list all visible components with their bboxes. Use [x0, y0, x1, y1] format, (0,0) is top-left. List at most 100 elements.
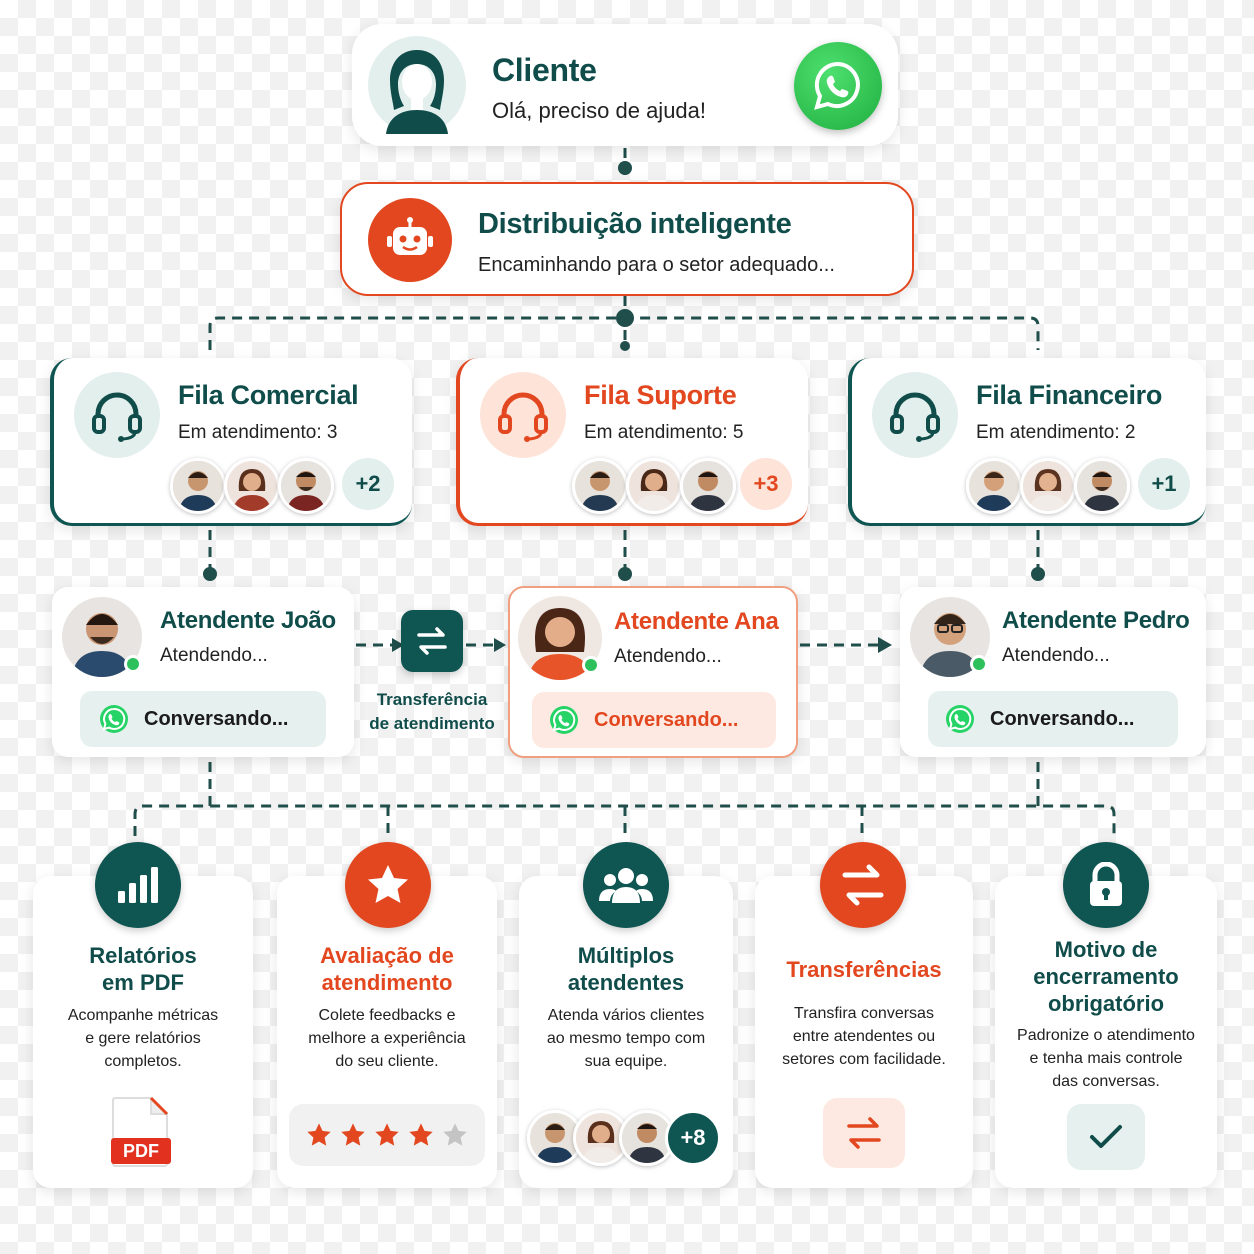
feature-title-line: Relatórios — [89, 943, 197, 968]
swap-icon — [820, 842, 906, 928]
queue-status: Em atendimento: 2 — [976, 422, 1136, 443]
feature-text-line: Transfira conversas — [794, 1005, 934, 1022]
star-filled-icon[interactable] — [339, 1121, 367, 1149]
users-icon — [583, 842, 669, 928]
feature-card-multiple-agents: Múltiplos atendentes Atenda vários clien… — [519, 876, 733, 1188]
feature-text-line: Colete feedbacks e — [318, 1007, 456, 1024]
queue-title: Fila Comercial — [178, 380, 359, 410]
client-message: Olá, preciso de ajuda! — [492, 98, 707, 123]
feature-text: Colete feedbacks e melhore a experiência… — [289, 1004, 485, 1073]
feature-text-line: entre atendentes ou — [792, 1028, 936, 1045]
feature-title: Motivo de encerramento obrigatório — [995, 936, 1217, 1017]
feature-title: Relatórios em PDF — [33, 942, 253, 996]
feature-text-line: sua equipe. — [584, 1053, 668, 1070]
feature-title-line: Transferências — [786, 957, 942, 982]
chat-status-text: Conversando... — [144, 707, 289, 730]
avatar — [224, 458, 280, 514]
woman-silhouette-icon — [386, 50, 448, 134]
avatar — [1020, 458, 1076, 514]
agent-name: Atendente João — [160, 607, 336, 634]
feature-text-line: Acompanhe métricas — [67, 1007, 219, 1024]
feature-title-line: atendentes — [567, 970, 685, 995]
feature-title-line: atendimento — [321, 970, 453, 995]
feature-title-line: encerramento — [1033, 964, 1179, 989]
whatsapp-icon — [946, 705, 974, 733]
lock-icon — [1063, 842, 1149, 928]
feature-title-line: obrigatório — [1047, 991, 1165, 1016]
agent-photo — [62, 597, 142, 677]
chat-status-pill[interactable]: Conversando... — [928, 691, 1178, 747]
avatar — [966, 458, 1022, 514]
agent-name: Atendente Ana — [614, 608, 779, 635]
whatsapp-icon — [550, 706, 578, 734]
agent-status: Atendendo... — [160, 645, 268, 666]
star-rating[interactable] — [289, 1104, 485, 1166]
feature-text-line: e gere relatórios — [85, 1030, 201, 1047]
extra-count-badge: +1 — [1138, 458, 1190, 510]
headset-icon — [480, 372, 566, 458]
client-title: Cliente — [492, 52, 597, 88]
star-filled-icon[interactable] — [305, 1121, 333, 1149]
distribution-subtitle: Encaminhando para o setor adequado... — [478, 254, 835, 276]
feature-text: Acompanhe métricas e gere relatórios com… — [45, 1004, 241, 1073]
avatar — [278, 458, 334, 514]
agent-status: Atendendo... — [614, 646, 722, 667]
star-empty-icon[interactable] — [441, 1121, 469, 1149]
agent-card-ana[interactable]: Atendente Ana Atendendo... Conversando..… — [508, 586, 798, 758]
feature-text-line: setores com facilidade. — [782, 1051, 946, 1068]
transfer-arrows-icon — [417, 627, 447, 655]
feature-text: Atenda vários clientes ao mesmo tempo co… — [531, 1004, 721, 1073]
avatar — [572, 458, 628, 514]
transfer-label-line1: Transferência — [376, 690, 488, 709]
feature-text-line: do seu cliente. — [335, 1053, 439, 1070]
feature-title-line: Avaliação de — [320, 943, 454, 968]
avatar — [170, 458, 226, 514]
whatsapp-icon[interactable] — [794, 42, 882, 130]
queue-card-comercial[interactable]: Fila Comercial Em atendimento: 3 +2 — [50, 358, 412, 526]
headset-icon — [74, 372, 160, 458]
feature-text-line: completos. — [104, 1053, 182, 1070]
feature-text-line: melhore a experiência — [308, 1030, 466, 1047]
transfer-button[interactable] — [401, 610, 463, 672]
feature-title-line: em PDF — [102, 970, 184, 995]
agent-card-pedro[interactable]: Atendente Pedro Atendendo... Conversando… — [900, 587, 1206, 757]
confirm-button[interactable] — [1067, 1104, 1145, 1170]
star-filled-icon[interactable] — [407, 1121, 435, 1149]
agent-card-joao[interactable]: Atendente João Atendendo... Conversando.… — [52, 587, 354, 757]
feature-title: Múltiplos atendentes — [519, 942, 733, 996]
extra-count-badge: +2 — [342, 458, 394, 510]
feature-title: Transferências — [755, 956, 973, 983]
chat-status-text: Conversando... — [990, 707, 1135, 730]
client-card: Cliente Olá, preciso de ajuda! — [352, 24, 898, 146]
feature-text-line: das conversas. — [1052, 1073, 1160, 1090]
feature-card-rating: Avaliação de atendimento Colete feedback… — [277, 876, 497, 1188]
feature-card-closing-reason: Motivo de encerramento obrigatório Padro… — [995, 876, 1217, 1188]
agent-name: Atendente Pedro — [1002, 607, 1190, 634]
feature-title-line: Motivo de — [1054, 937, 1158, 962]
star-filled-icon[interactable] — [373, 1121, 401, 1149]
chat-status-pill[interactable]: Conversando... — [80, 691, 326, 747]
robot-icon — [368, 198, 452, 282]
queue-title: Fila Financeiro — [976, 380, 1163, 410]
extra-count-badge: +8 — [665, 1110, 721, 1166]
queue-status: Em atendimento: 5 — [584, 422, 744, 443]
transfer-action-button[interactable] — [823, 1098, 905, 1168]
swap-icon — [847, 1117, 881, 1149]
queue-card-financeiro[interactable]: Fila Financeiro Em atendimento: 2 +1 — [848, 358, 1206, 526]
distribution-title: Distribuição inteligente — [478, 208, 792, 240]
feature-text-line: Padronize o atendimento — [1017, 1027, 1195, 1044]
online-status-dot — [124, 655, 142, 673]
bar-chart-icon — [95, 842, 181, 928]
feature-text-line: ao mesmo tempo com — [546, 1030, 706, 1047]
checkmark-icon — [1090, 1125, 1122, 1148]
queue-card-suporte[interactable]: Fila Suporte Em atendimento: 5 +3 — [456, 358, 808, 526]
client-avatar — [368, 36, 466, 134]
chat-status-pill[interactable]: Conversando... — [532, 692, 776, 748]
feature-card-transfers: Transferências Transfira conversas entre… — [755, 876, 973, 1188]
feature-card-reports: Relatórios em PDF Acompanhe métricas e g… — [33, 876, 253, 1188]
chat-status-text: Conversando... — [594, 708, 739, 731]
avatar — [626, 458, 682, 514]
pdf-badge: PDF — [111, 1138, 171, 1164]
avatar — [1074, 458, 1130, 514]
avatar — [527, 1110, 583, 1166]
